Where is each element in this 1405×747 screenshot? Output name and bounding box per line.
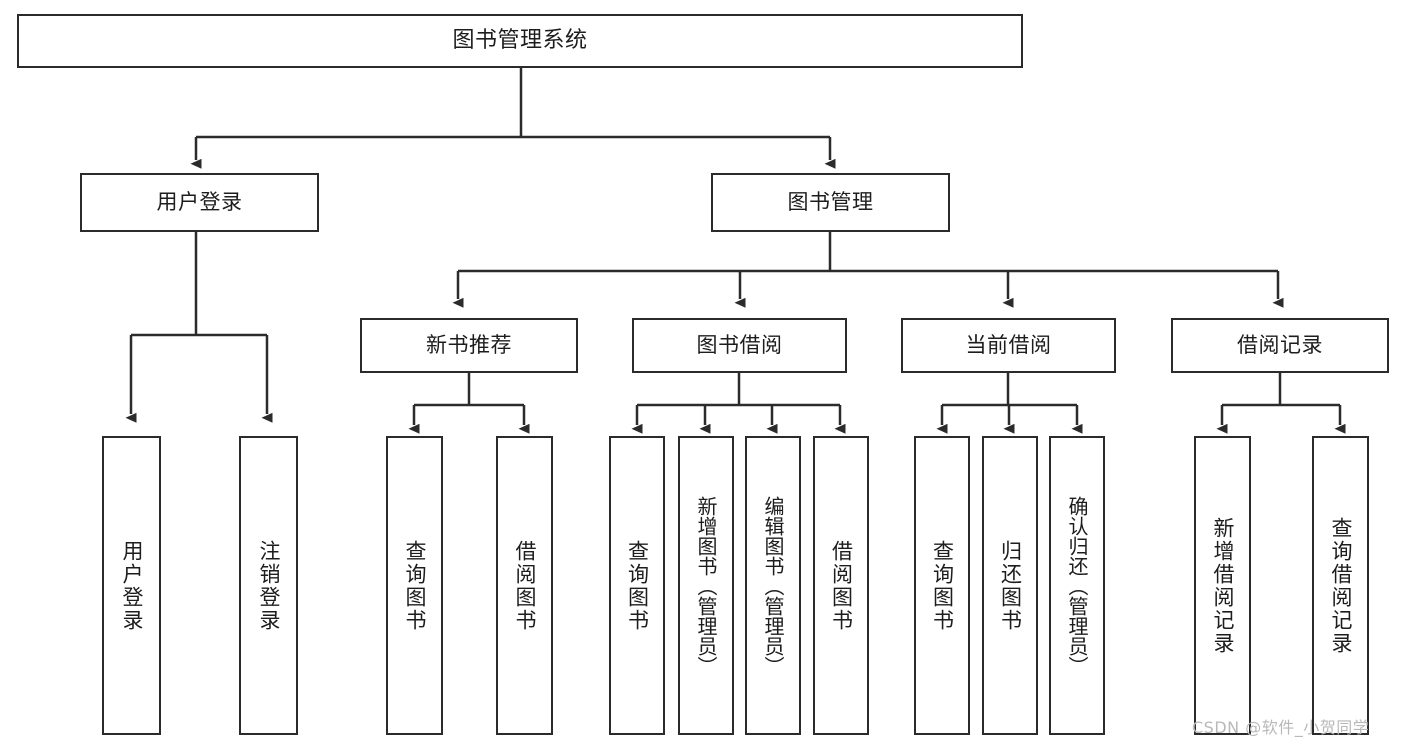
node-label: 图书管理: [787, 189, 874, 214]
node-label: 当前借阅: [965, 332, 1052, 357]
node-label: 查询图书: [930, 539, 955, 632]
node-borrowing-records[interactable]: 借阅记录: [1171, 318, 1389, 373]
node-label: 图书管理系统: [452, 27, 588, 53]
node-label: 归还图书: [998, 539, 1023, 632]
node-label: 新增图书（管理员）: [694, 495, 718, 676]
node-new-book-recommendation[interactable]: 新书推荐: [360, 318, 578, 373]
leaf-book-borrow-borrow-books[interactable]: 借阅图书: [813, 436, 869, 735]
node-label: 确认归还（管理员）: [1065, 495, 1089, 676]
node-label: 用户登录: [156, 189, 243, 214]
leaf-current-borrow-query-books[interactable]: 查询图书: [914, 436, 970, 735]
leaf-records-add-borrow-record[interactable]: 新增借阅记录: [1194, 436, 1251, 735]
leaf-book-borrow-query-books[interactable]: 查询图书: [609, 436, 665, 735]
node-label: 注销登录: [257, 539, 281, 632]
node-label: 查询图书: [403, 539, 427, 632]
leaf-new-book-borrow-books[interactable]: 借阅图书: [496, 436, 553, 735]
node-label: 图书借阅: [696, 332, 783, 357]
leaf-current-borrow-return-books[interactable]: 归还图书: [982, 436, 1038, 735]
leaf-current-borrow-confirm-return-admin[interactable]: 确认归还（管理员）: [1049, 436, 1105, 735]
node-current-borrowing[interactable]: 当前借阅: [901, 318, 1116, 373]
node-label: 借阅记录: [1237, 332, 1323, 357]
node-label: 用户登录: [120, 539, 144, 632]
leaf-records-query-borrow-record[interactable]: 查询借阅记录: [1312, 436, 1369, 735]
leaf-user-login-sign-in[interactable]: 用户登录: [102, 436, 161, 735]
leaf-book-borrow-edit-book-admin[interactable]: 编辑图书（管理员）: [745, 436, 801, 735]
node-root-book-management-system[interactable]: 图书管理系统: [17, 14, 1023, 68]
leaf-book-borrow-add-book-admin[interactable]: 新增图书（管理员）: [678, 436, 734, 735]
leaf-new-book-query-books[interactable]: 查询图书: [386, 436, 443, 735]
node-label: 编辑图书（管理员）: [761, 495, 785, 676]
node-book-borrowing[interactable]: 图书借阅: [632, 318, 847, 373]
node-label: 借阅图书: [829, 539, 854, 632]
node-label: 借阅图书: [513, 539, 537, 632]
node-label: 新书推荐: [426, 332, 512, 357]
node-user-login[interactable]: 用户登录: [80, 173, 319, 232]
node-label: 查询图书: [625, 539, 650, 632]
node-label: 新增借阅记录: [1211, 516, 1235, 655]
node-book-management[interactable]: 图书管理: [711, 173, 950, 232]
leaf-user-login-sign-out[interactable]: 注销登录: [239, 436, 298, 735]
node-label: 查询借阅记录: [1329, 516, 1353, 655]
